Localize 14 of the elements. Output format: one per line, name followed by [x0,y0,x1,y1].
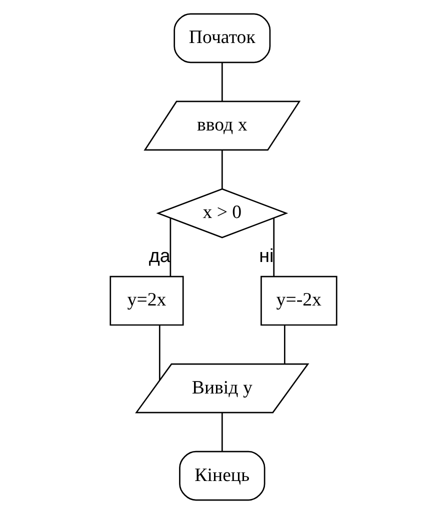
node-diamond: x > 0 [156,188,288,238]
edge-label: да [148,245,170,266]
connector [169,218,171,276]
node-box: y=-2x [260,276,337,326]
node-box: y=2x [109,276,184,326]
connector [158,325,160,380]
node-box: Кінець [178,450,265,501]
connector [220,412,222,452]
connector [220,150,222,189]
connector [272,218,274,276]
edge-label: ні [258,245,274,266]
connector [283,325,285,364]
connector [220,62,222,102]
node-box: Початок [173,13,270,64]
